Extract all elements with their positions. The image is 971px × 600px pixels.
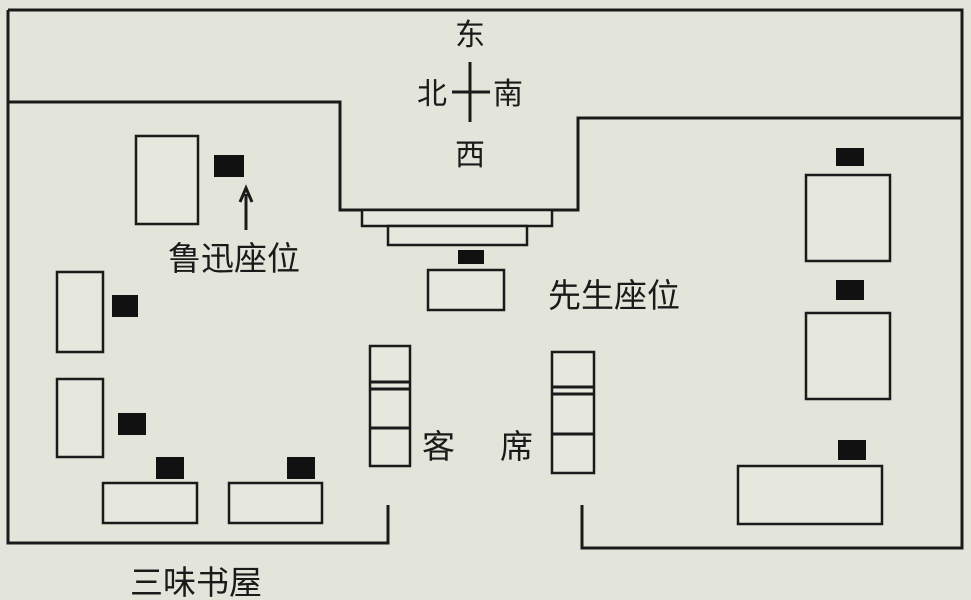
compass-north: 北 xyxy=(417,77,447,112)
guest-label-right: 席 xyxy=(500,427,533,466)
step-upper xyxy=(360,208,554,228)
teacher-seat-marker xyxy=(458,250,484,264)
desks xyxy=(55,134,892,526)
desk xyxy=(101,481,199,525)
seats xyxy=(112,148,866,479)
bench-frame xyxy=(368,344,412,468)
seat-marker xyxy=(112,295,138,317)
compass-south: 南 xyxy=(493,77,523,112)
desk xyxy=(227,481,324,525)
seat-marker xyxy=(836,148,864,166)
seat-marker xyxy=(156,457,184,479)
desk xyxy=(55,377,105,459)
seat-marker xyxy=(118,413,146,435)
teacher-desk xyxy=(426,268,506,312)
seat-marker xyxy=(287,457,315,479)
desk xyxy=(804,311,892,401)
outer-wall-right xyxy=(8,8,964,550)
arrow-icon xyxy=(238,184,254,230)
luxun-seat-marker xyxy=(214,155,244,177)
desk xyxy=(55,270,105,354)
teacher-seat-label: 先生座位 xyxy=(548,276,680,315)
guest-bench-left xyxy=(368,344,412,468)
steps xyxy=(360,208,554,247)
luxun-desk xyxy=(134,134,200,226)
compass-east: 东 xyxy=(455,18,485,53)
diagram-title: 三味书屋 xyxy=(130,563,262,600)
guest-label-left: 客 xyxy=(422,427,455,466)
desk xyxy=(804,173,892,263)
compass: 东 北 南 西 xyxy=(417,18,523,173)
seat-marker xyxy=(836,280,864,300)
seat-marker xyxy=(838,440,866,460)
guest-bench-right xyxy=(550,350,596,475)
compass-west: 西 xyxy=(455,138,485,173)
step-lower xyxy=(386,224,529,247)
bench-frame xyxy=(550,350,596,475)
desk xyxy=(736,464,884,526)
outer-wall-left xyxy=(6,10,390,545)
luxun-seat-label: 鲁迅座位 xyxy=(168,239,300,278)
